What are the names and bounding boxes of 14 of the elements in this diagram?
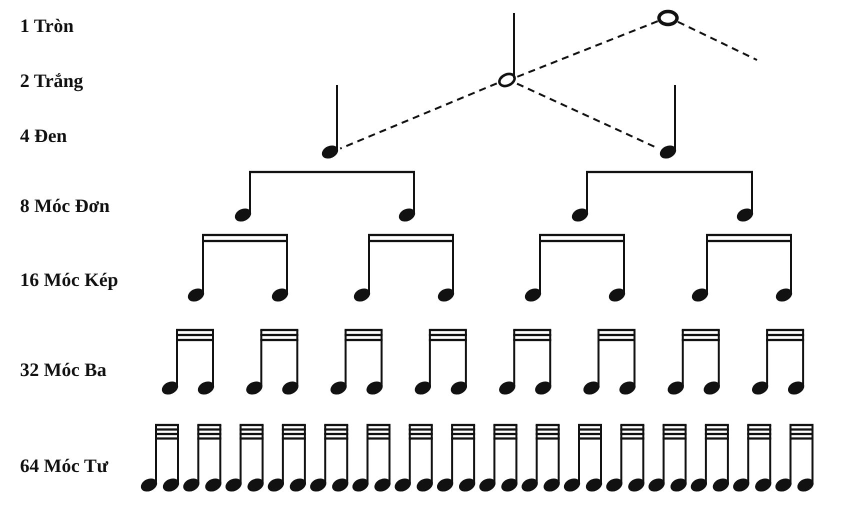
note-value-label: 8 Móc Đơn [20,196,110,218]
quarter-note-icon [322,85,338,159]
whole-note-circle [657,10,679,26]
note-value-label: 16 Móc Kép [20,270,118,292]
note-value-label: 1 Tròn [20,16,74,38]
half-note-icon [498,13,516,88]
note-value-label: 2 Trắng [20,71,84,93]
connector-line [340,82,498,150]
connector-line [516,20,658,78]
note-value-label: 4 Đen [20,126,67,148]
quarter-note-icon [660,85,676,159]
note-value-label: 32 Móc Ba [20,360,107,382]
note-value-label: 64 Móc Tư [20,456,108,478]
connector-line [678,20,758,61]
